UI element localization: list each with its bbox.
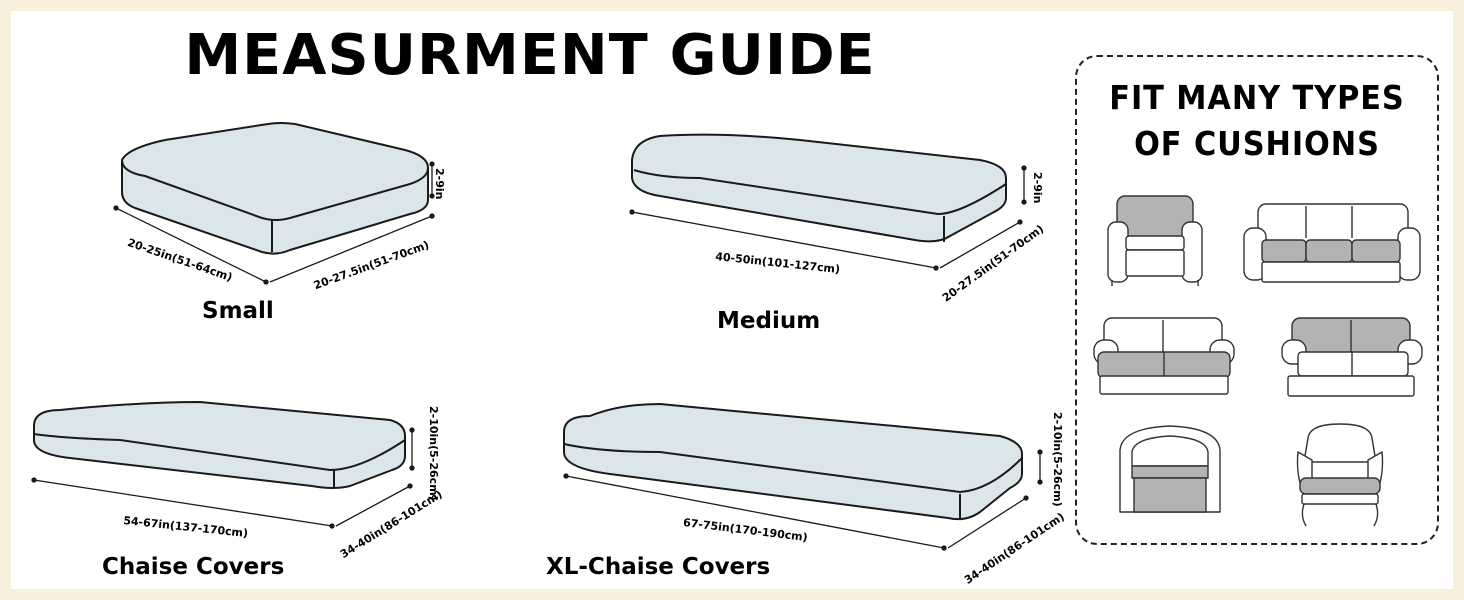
wingback-chair-icon	[1296, 423, 1384, 527]
armchair-icon	[1107, 195, 1203, 286]
xl-chaise-height-label: 2-10in(5-26cm)	[1051, 412, 1064, 507]
fit-panel-title: FIT MANY TYPES OF CUSHIONS	[1091, 75, 1422, 167]
fit-types-panel: FIT MANY TYPES OF CUSHIONS	[1075, 55, 1439, 545]
xl-chaise-cushion-drawing	[563, 403, 1023, 521]
fit-title-line1: FIT MANY TYPES	[1109, 78, 1405, 117]
page-title: MEASURMENT GUIDE	[184, 23, 876, 88]
fit-title-line2: OF CUSHIONS	[1134, 124, 1380, 163]
chaise-cushion-drawing	[33, 401, 406, 489]
small-height-label: 2-9in	[433, 168, 446, 200]
small-dimension-lines	[113, 161, 435, 285]
medium-dimension-lines	[629, 165, 1027, 271]
chaise-height-label: 2-10in(5-26cm)	[427, 406, 440, 501]
barrel-chair-icon	[1119, 425, 1221, 513]
three-seat-sofa-icon	[1243, 203, 1421, 283]
medium-cushion-drawing	[631, 133, 1007, 243]
small-cushion-drawing	[121, 122, 429, 255]
size-name-medium: Medium	[717, 308, 821, 334]
loveseat-icon	[1281, 317, 1423, 397]
size-name-chaise: Chaise Covers	[102, 554, 285, 580]
loveseat-icon	[1093, 317, 1235, 395]
medium-height-label: 2-9in	[1031, 172, 1044, 204]
chaise-dimension-lines	[31, 427, 415, 529]
xl-chaise-dimension-lines	[563, 449, 1043, 551]
size-name-xl-chaise: XL-Chaise Covers	[546, 554, 771, 580]
size-name-small: Small	[202, 298, 274, 324]
